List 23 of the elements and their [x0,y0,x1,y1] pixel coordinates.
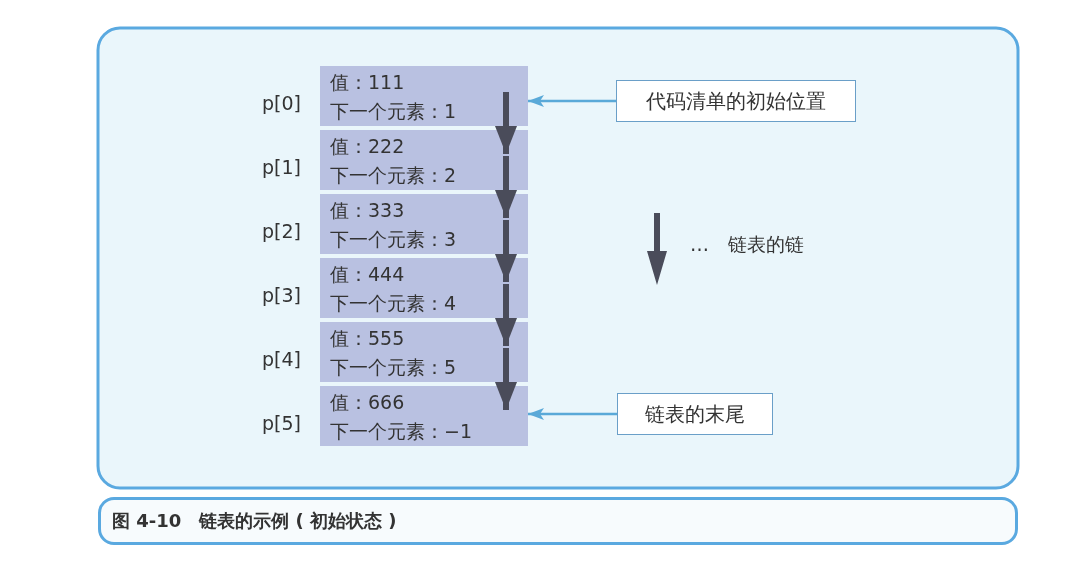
list-cell: 值：222 下一个元素：2 [320,130,528,190]
callout-box: 代码清单的初始位置 [616,80,856,122]
pointer-label: p[3] [262,284,301,306]
pointer-label: p[1] [262,156,301,178]
arrow [495,92,517,154]
list-cell: 值：111 下一个元素：1 [320,66,528,126]
arrow [495,156,517,218]
arrow [495,220,517,282]
list-cell: 值：333 下一个元素：3 [320,194,528,254]
arrow [495,348,517,410]
pointer-label: p[5] [262,412,301,434]
list-cell: 值：444 下一个元素：4 [320,258,528,318]
list-cell: 值：666 下一个元素：−1 [320,386,528,446]
pointer-label: p[4] [262,348,301,370]
list-cell: 值：555 下一个元素：5 [320,322,528,382]
legend-label: … 链表的链 [690,232,804,257]
figure-caption: 图 4-10 链表的示例 ( 初始状态 ) [112,509,397,533]
arrow [528,95,616,107]
arrow [528,408,617,420]
arrow [495,284,517,346]
pointer-label: p[0] [262,92,301,114]
pointer-label: p[2] [262,220,301,242]
callout-box: 链表的末尾 [617,393,773,435]
